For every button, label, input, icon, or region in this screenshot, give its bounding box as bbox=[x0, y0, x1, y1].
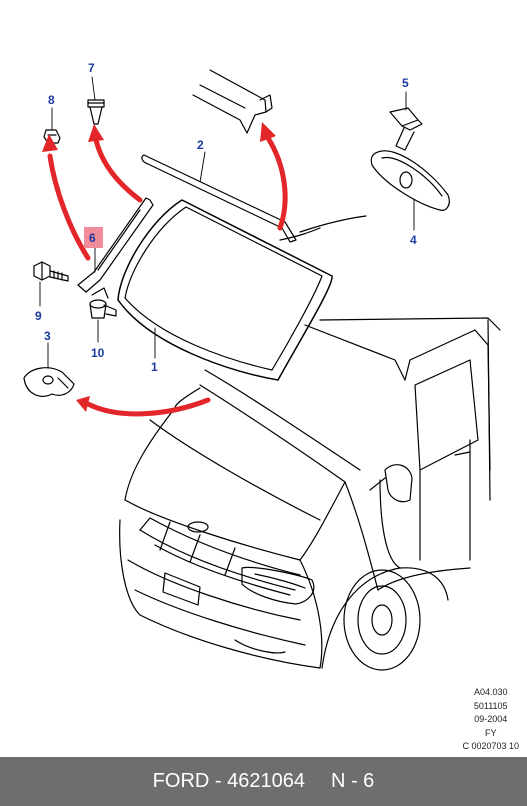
part-top-moulding bbox=[141, 154, 297, 243]
meta-line-4: FY bbox=[484, 727, 497, 738]
leader-lines bbox=[39, 76, 415, 369]
arrow-to-seal bbox=[265, 135, 288, 231]
callout-9[interactable]: 9 bbox=[35, 309, 42, 323]
part-rearview-mirror bbox=[370, 107, 450, 211]
meta-line-5: C 0020703 10 bbox=[462, 741, 519, 751]
callout-8[interactable]: 8 bbox=[48, 93, 55, 107]
meta-line-3: 09-2004 bbox=[474, 714, 508, 724]
assembly-arrows bbox=[47, 135, 288, 417]
part-seal-profile bbox=[192, 69, 273, 134]
callout-7[interactable]: 7 bbox=[88, 61, 95, 75]
callout-highlight bbox=[84, 227, 103, 248]
part-clip-7 bbox=[87, 99, 105, 125]
callout-4[interactable]: 4 bbox=[410, 233, 417, 247]
callout-10[interactable]: 10 bbox=[91, 346, 105, 360]
part-bolt-9 bbox=[33, 261, 69, 282]
part-windscreen bbox=[117, 199, 333, 381]
footer-part-number: FORD - 4621064 bbox=[152, 770, 305, 792]
callout-6[interactable]: 6 bbox=[89, 231, 96, 245]
drawing-metadata: A04.030 5011105 09-2004 FY C 0020703 10 bbox=[462, 686, 519, 754]
arrow-to-bracket bbox=[85, 397, 211, 417]
meta-line-2: 5011105 bbox=[473, 700, 508, 711]
callout-1[interactable]: 1 bbox=[151, 360, 158, 374]
footer-bar: FORD - 4621064 N - 6 bbox=[0, 757, 527, 806]
part-bracket-3 bbox=[23, 367, 75, 397]
part-side-moulding bbox=[77, 197, 154, 299]
meta-line-1: A04.030 bbox=[473, 687, 508, 697]
callout-2[interactable]: 2 bbox=[197, 138, 204, 152]
footer-position-ref: N - 6 bbox=[330, 770, 375, 792]
van-body bbox=[119, 215, 501, 671]
callout-5[interactable]: 5 bbox=[402, 76, 409, 90]
arrow-to-clip-7 bbox=[93, 137, 143, 203]
part-clip-10 bbox=[89, 299, 117, 319]
windscreen-exploded-diagram: 8 7 2 6 9 10 1 3 5 4 bbox=[23, 61, 501, 671]
arrow-to-clip-8 bbox=[47, 153, 91, 261]
callout-3[interactable]: 3 bbox=[44, 329, 51, 343]
arrow-heads bbox=[42, 122, 276, 412]
